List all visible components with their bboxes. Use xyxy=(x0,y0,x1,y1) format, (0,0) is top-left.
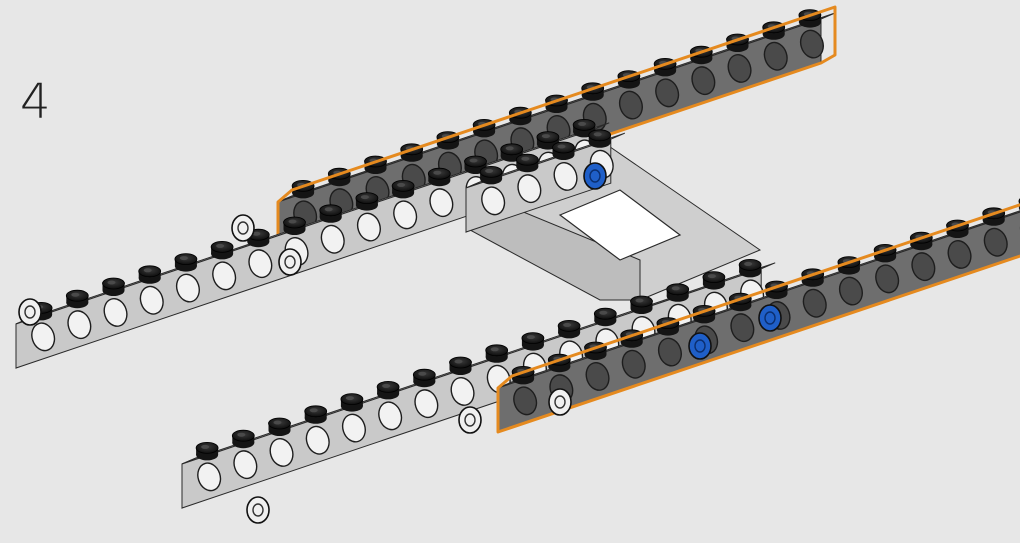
stud xyxy=(356,193,378,211)
stud xyxy=(232,430,254,448)
stud xyxy=(284,217,306,235)
blue-pin-icon xyxy=(759,305,781,331)
stud xyxy=(269,418,291,436)
stud xyxy=(320,205,342,223)
stud xyxy=(594,308,616,326)
stud xyxy=(341,394,363,412)
pin-icon xyxy=(549,389,571,415)
stud xyxy=(553,142,575,160)
pin-icon xyxy=(279,249,301,275)
stud xyxy=(392,180,414,198)
stud xyxy=(631,296,653,314)
stud xyxy=(139,266,161,284)
stud xyxy=(480,166,502,184)
stud xyxy=(428,168,450,186)
stud xyxy=(66,290,88,308)
stud xyxy=(103,278,125,296)
stud xyxy=(413,369,435,387)
stud xyxy=(450,357,472,375)
stud xyxy=(739,259,761,277)
stud xyxy=(703,272,725,290)
stud xyxy=(486,345,508,363)
beam-left-lower xyxy=(182,259,775,508)
pin-icon xyxy=(19,299,41,325)
stud xyxy=(175,254,197,272)
stud xyxy=(589,130,611,148)
beams xyxy=(16,7,1020,508)
pin-icon xyxy=(232,215,254,241)
stud xyxy=(211,241,233,259)
pin-icon xyxy=(459,407,481,433)
stud xyxy=(305,406,327,424)
stud xyxy=(522,333,544,351)
blue-pin-icon xyxy=(689,333,711,359)
stud xyxy=(196,442,218,460)
pin-icon xyxy=(247,497,269,523)
stud xyxy=(377,381,399,399)
stud xyxy=(558,320,580,338)
blue-pin-icon xyxy=(584,163,606,189)
stud xyxy=(667,284,689,302)
stud xyxy=(516,154,538,172)
